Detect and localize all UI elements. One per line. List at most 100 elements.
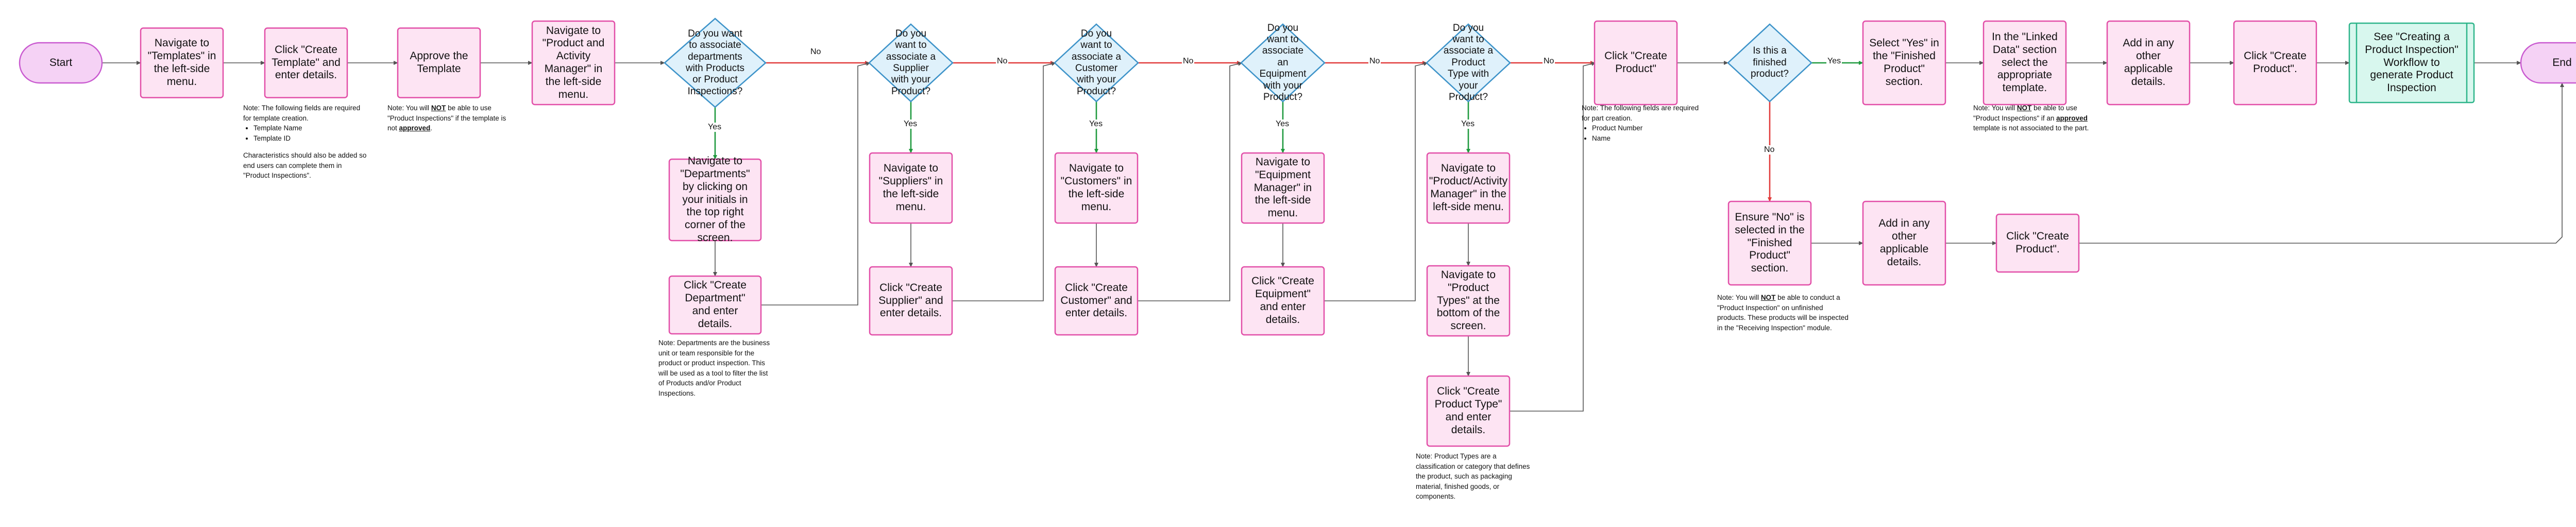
decision-customer-shape <box>1054 23 1139 103</box>
note-unfinished-products: Note: You will NOT be able to conduct a … <box>1717 293 1849 333</box>
note-create-product-item: Name <box>1592 133 1699 144</box>
step-approve-template-label: Approve the Template <box>410 50 468 75</box>
shapes-layer <box>19 18 2576 447</box>
step-ensure-no-finished-shape <box>1727 200 1812 286</box>
note-text: be able to use "Product Inspections" if … <box>387 104 506 132</box>
step-create-supplier-shape <box>869 266 953 336</box>
edge-n10-merge <box>1138 62 1243 301</box>
step-add-other-details-unfinished-label: Add in any other applicable details. <box>1878 217 1930 268</box>
step-navigate-departments-shape <box>668 158 762 242</box>
step-navigate-product-types-shape <box>1426 265 1511 337</box>
edge-n6-merge <box>761 62 871 305</box>
note-emphasis: approved <box>2056 114 2088 122</box>
step-create-department-label: Click "Create Department" and enter deta… <box>684 279 747 330</box>
edge-label-yes-d2: Yes <box>903 120 919 129</box>
step-click-create-product-final-shape <box>2233 20 2317 106</box>
note-text: . <box>430 124 433 132</box>
step-create-equipment-shape <box>1241 266 1325 336</box>
decision-product-type-shape <box>1426 23 1511 103</box>
step-navigate-suppliers-shape <box>869 152 953 224</box>
step-create-template-shape <box>264 27 348 98</box>
step-navigate-product-activity-manager-label: Navigate to "Product/Activity Manager" i… <box>1429 162 1508 213</box>
note-text: Note: You will <box>1973 104 2017 112</box>
note-departments: Note: Departments are the business unit … <box>658 338 774 398</box>
step-create-supplier-label: Click "Create Supplier" and enter detail… <box>878 281 943 319</box>
decision-finished-product-label: Is this a finished product? <box>1751 45 1789 80</box>
decision-supplier-label: Do you want to associate a Supplier with… <box>886 28 936 97</box>
step-create-equipment-label: Click "Create Equipment" and enter detai… <box>1251 275 1314 326</box>
step-add-other-details-unfinished-shape <box>1862 200 1946 286</box>
step-select-yes-finished-shape <box>1862 20 1946 106</box>
edge-label-yes-d6: Yes <box>1826 57 1842 66</box>
decision-equipment-shape <box>1240 23 1326 103</box>
note-template-list: Template Name Template ID <box>243 123 369 143</box>
step-navigate-customers-label: Navigate to "Customers" in the left-side… <box>1060 162 1132 213</box>
note-create-product-item: Product Number <box>1592 123 1699 133</box>
note-emphasis: approved <box>399 124 431 132</box>
subprocess-creating-product-inspection-shape <box>2348 22 2475 104</box>
note-emphasis: NOT <box>431 104 446 112</box>
note-departments-text: Note: Departments are the business unit … <box>658 339 770 397</box>
edge-label-no-d5: No <box>1543 57 1555 66</box>
step-navigate-product-activity-label: Navigate to "Product and Activity Manage… <box>542 24 605 100</box>
note-create-product-list: Product Number Name <box>1582 123 1699 143</box>
step-create-customer-shape <box>1054 266 1139 336</box>
note-emphasis: NOT <box>2016 104 2032 112</box>
step-navigate-customers-shape <box>1054 152 1139 224</box>
edge-label-no-d6: No <box>1763 145 1776 155</box>
decision-supplier-shape <box>868 23 954 103</box>
decision-customer-label: Do you want to associate a Customer with… <box>1071 28 1122 97</box>
step-add-other-details-shape <box>2106 20 2191 106</box>
end-terminal-label: End <box>2552 56 2572 69</box>
step-click-create-product-shape <box>1594 20 1678 106</box>
step-linked-data-template-shape <box>1982 20 2067 106</box>
step-add-other-details-label: Add in any other applicable details. <box>2123 37 2174 88</box>
edge-n15-merge <box>1510 62 1596 412</box>
note-linked-template: Note: You will NOT be able to use "Produ… <box>1973 103 2097 133</box>
step-create-department-shape <box>668 275 762 335</box>
step-navigate-templates-shape <box>140 27 224 98</box>
note-emphasis: NOT <box>1760 294 1776 301</box>
edge-label-yes-d3: Yes <box>1088 120 1104 129</box>
decision-finished-product-shape <box>1727 23 1812 103</box>
step-click-create-product-label: Click "Create Product" <box>1604 50 1667 75</box>
note-text: Note: You will <box>387 104 431 112</box>
step-navigate-product-activity-manager-shape <box>1426 152 1511 224</box>
end-terminal-shape <box>2520 42 2576 84</box>
note-text: template is not associated to the part. <box>1973 124 2089 132</box>
step-create-product-type-shape <box>1426 375 1511 447</box>
note-template-intro: Note: The following fields are required … <box>243 104 361 122</box>
note-text: Note: You will <box>1717 294 1761 301</box>
edge-label-yes-d1: Yes <box>707 123 723 132</box>
step-create-template-label: Click "Create Template" and enter detail… <box>272 43 341 81</box>
note-text: be able to use "Product Inspections" if … <box>1973 104 2077 122</box>
note-template-item: Template ID <box>253 133 369 144</box>
decision-equipment-label: Do you want to associate an Equipment wi… <box>1259 22 1307 103</box>
note-approve-template: Note: You will NOT be able to use "Produ… <box>387 103 515 133</box>
subprocess-creating-product-inspection-label: See "Creating a Product Inspection" Work… <box>2365 31 2459 94</box>
step-navigate-equipment-shape <box>1241 152 1325 224</box>
step-navigate-equipment-label: Navigate to "Equipment Manager" in the l… <box>1253 156 1312 219</box>
edge-n23-end <box>2079 82 2564 244</box>
note-template-extra: Characteristics should also be added so … <box>243 151 367 180</box>
decision-product-type-label: Do you want to associate a Product Type … <box>1443 22 1494 103</box>
step-navigate-product-types-label: Navigate to "Product Types" at the botto… <box>1436 269 1500 332</box>
step-navigate-product-activity-shape <box>531 20 616 106</box>
edge-label-no-d2: No <box>996 57 1009 66</box>
edge-label-yes-d4: Yes <box>1275 120 1291 129</box>
step-click-create-product-final-label: Click "Create Product". <box>2244 50 2307 75</box>
edge-n8-merge <box>952 62 1056 301</box>
step-create-product-type-label: Click "Create Product Type" and enter de… <box>1434 385 1502 436</box>
step-create-customer-label: Click "Create Customer" and enter detail… <box>1060 281 1132 319</box>
note-product-types-text: Note: Product Types are a classification… <box>1416 452 1530 501</box>
note-template-fields: Note: The following fields are required … <box>243 103 369 181</box>
note-product-types: Note: Product Types are a classification… <box>1416 451 1534 502</box>
start-terminal-shape <box>19 42 103 84</box>
step-ensure-no-finished-label: Ensure "No" is selected in the "Finished… <box>1735 211 1805 275</box>
step-click-create-product-unfinished-label: Click "Create Product". <box>2006 230 2069 255</box>
edge-label-no-d1: No <box>809 47 822 57</box>
step-linked-data-template-label: In the "Linked Data" section select the … <box>1992 31 2058 94</box>
edge-label-yes-d5: Yes <box>1460 120 1476 129</box>
step-select-yes-finished-label: Select "Yes" in the "Finished Product" s… <box>1869 37 1939 88</box>
